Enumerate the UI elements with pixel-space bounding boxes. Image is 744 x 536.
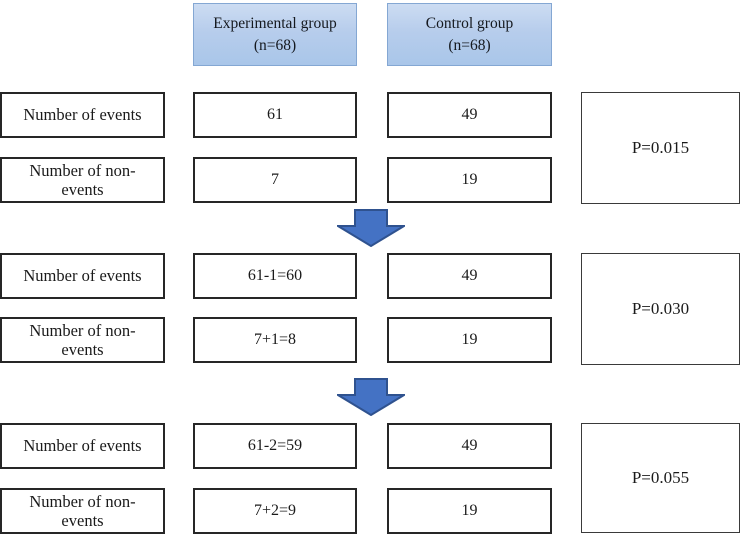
- events-row-label: Number of events: [0, 423, 165, 469]
- events-row-label: Number of events: [0, 253, 165, 299]
- down-arrow-shape: [337, 209, 405, 247]
- experimental-events-value: 61-2=59: [193, 423, 357, 469]
- experimental-events-value: 61: [193, 92, 357, 138]
- control-group-header: Control group (n=68): [387, 3, 552, 66]
- non-events-row-label: Number of non- events: [0, 157, 165, 203]
- experimental-non-events-value: 7+1=8: [193, 317, 357, 363]
- experimental-non-events-value: 7: [193, 157, 357, 203]
- non-events-row-label: Number of non- events: [0, 488, 165, 534]
- non-events-row-label: Number of non- events: [0, 317, 165, 363]
- p-value-box: P=0.015: [581, 92, 740, 204]
- control-events-value: 49: [387, 423, 552, 469]
- down-arrow-icon: [337, 378, 405, 416]
- control-events-value: 49: [387, 253, 552, 299]
- experimental-events-value: 61-1=60: [193, 253, 357, 299]
- control-events-value: 49: [387, 92, 552, 138]
- control-non-events-value: 19: [387, 488, 552, 534]
- p-value-box: P=0.055: [581, 423, 740, 533]
- experimental-non-events-value: 7+2=9: [193, 488, 357, 534]
- down-arrow-icon: [337, 209, 405, 247]
- experimental-group-header: Experimental group (n=68): [193, 3, 357, 66]
- down-arrow-shape: [337, 378, 405, 416]
- control-non-events-value: 19: [387, 317, 552, 363]
- p-value-box: P=0.030: [581, 253, 740, 365]
- control-non-events-value: 19: [387, 157, 552, 203]
- events-row-label: Number of events: [0, 92, 165, 138]
